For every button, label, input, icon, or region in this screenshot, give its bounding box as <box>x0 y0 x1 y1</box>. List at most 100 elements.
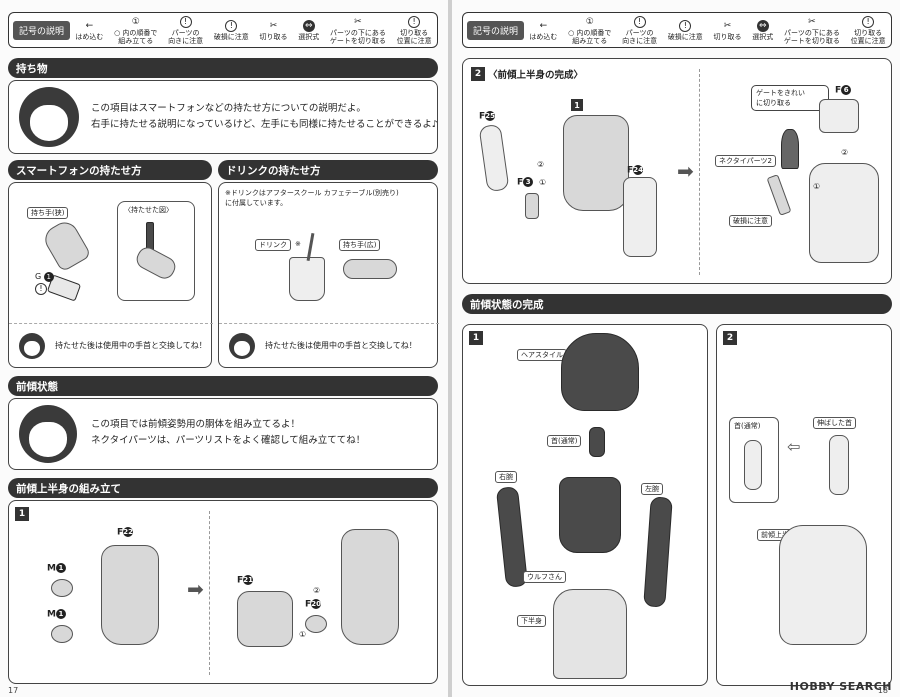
neck-normal-part <box>744 440 762 490</box>
cut-position-icon: ! <box>862 15 875 28</box>
hairstyle-part <box>561 333 639 411</box>
drink-note2: に付属しています。 <box>225 199 288 207</box>
legend-label: パーツの 向きに注意 <box>168 28 204 45</box>
legend-label: パーツの下にある ゲートを切り取る <box>329 28 386 45</box>
order-1-icon: ① <box>813 182 821 191</box>
mascot-face-icon <box>19 333 45 359</box>
order-1-icon: ① <box>299 630 307 639</box>
caution-icon: ! <box>31 283 51 296</box>
damage-label: 破損に注意 <box>729 215 772 227</box>
lower-body-part <box>553 589 627 679</box>
mascot-face-icon <box>19 87 79 147</box>
legend-item-6: ✂パーツの下にある ゲートを切り取る <box>780 16 844 45</box>
part-label-f22: F22 <box>117 527 134 538</box>
legend-item-5: ⇔選択式 <box>294 16 323 45</box>
zenkei-line1: この項目では前傾姿勢用の胴体を組み立てるよ！ <box>91 419 301 430</box>
arrow-left-icon: ← <box>539 20 548 31</box>
zenkei-line2: ネクタイパーツは、パーツリストをよく確認して組み立ててね！ <box>91 435 366 446</box>
part-label-f21: F21 <box>237 575 254 586</box>
legend-item-7: !切り取る 位置に注意 <box>393 15 436 45</box>
legend-item-4: ✂切り取る <box>256 16 292 45</box>
drink-note1: ※ドリンクはアフタースクール カフェテーブル(別売り) <box>225 189 399 197</box>
legend-title: 記号の説明 <box>13 20 71 40</box>
joint-part-a <box>51 579 73 597</box>
next-step-arrow-icon: ➡ <box>187 577 204 601</box>
legend-item-7: !切り取る 位置に注意 <box>847 15 890 45</box>
order-1-icon: ① <box>539 178 547 187</box>
order-2-icon: ② <box>537 160 545 169</box>
legend-label: 切り取る 位置に注意 <box>850 28 886 45</box>
gate-cut-icon: ✂ <box>354 16 362 27</box>
legend-title: 記号の説明 <box>467 20 525 40</box>
held-figure-frame: 〈持たせた図〉 <box>117 201 195 301</box>
page-number-right: 18 <box>877 686 888 695</box>
neck-normal-frame: 首(通常) <box>729 417 779 503</box>
neck-part <box>589 427 605 457</box>
left-arm-part <box>643 496 673 608</box>
legend-label: パーツの下にある ゲートを切り取る <box>783 28 840 45</box>
drink-mark: ※ <box>295 240 301 248</box>
legend-label: 切り取る <box>713 32 742 41</box>
legend-label: 選択式 <box>298 32 320 41</box>
part-f3 <box>525 193 539 219</box>
legend-label: ○ 内の順番で 組み立てる <box>568 28 612 45</box>
watermark: HOBBY SEARCH <box>789 680 892 693</box>
section-smartphone-header: スマートフォンの持たせ方 <box>8 160 212 180</box>
part-label-f24: F24 <box>627 165 644 176</box>
mochimono-box: この項目はスマートフォンなどの持たせ方についての説明だよ。 右手に持たせる説明に… <box>8 80 438 154</box>
legend-item-2: !パーツの 向きに注意 <box>164 15 207 45</box>
arrow-left-icon: ← <box>85 20 94 31</box>
cut-position-icon: ! <box>408 15 421 28</box>
hand-wide-label: 持ち手(広) <box>339 239 381 251</box>
caution-icon: ! <box>633 15 646 28</box>
legend-label: 切り取る <box>259 32 288 41</box>
part-label-f25: F25 <box>479 111 496 122</box>
mochimono-line2: 右手に持たせる説明になっているけど、左手にも同様に持たせることができるよ♪ <box>91 119 438 130</box>
hand-held <box>133 243 179 283</box>
page-number-left: 17 <box>8 686 19 695</box>
torso-assembled-part <box>341 529 399 645</box>
right-arm-label: 右腕 <box>495 471 517 483</box>
step-number: 1 <box>469 331 483 345</box>
drink-hand-note: 持たせた後は使用中の手首と交換してね！ <box>265 341 417 350</box>
complete-zenkei-box-1: 1 ヘアスタイル 首(通常) 右腕 左腕 ウルフさん 下半身 <box>462 324 708 686</box>
damage-icon: ! <box>679 19 692 32</box>
nipper-icon: ✂ <box>269 20 278 31</box>
page-spine <box>448 0 452 697</box>
order-2-icon: ② <box>313 586 321 595</box>
wolf-label: ウルフさん <box>523 571 566 583</box>
step-number: 1 <box>15 507 29 521</box>
nipper-icon: ✂ <box>723 20 732 31</box>
circled-1-icon: ① <box>585 16 594 27</box>
legend-item-2: !パーツの 向きに注意 <box>618 15 661 45</box>
mascot-face-icon <box>19 405 77 463</box>
hand-narrow-label: 持ち手(狭) <box>27 207 69 219</box>
gate-label: G 1 <box>35 271 54 282</box>
select-arrow-icon: ⇔ <box>302 19 315 32</box>
caution-icon: ! <box>179 15 192 28</box>
neck-long-part <box>829 435 849 495</box>
swap-arrow-icon: ⇦ <box>787 437 801 456</box>
zenkei-box: この項目では前傾姿勢用の胴体を組み立てるよ！ ネクタイパーツは、パーツリストをよ… <box>8 398 438 470</box>
held-figure-label: 〈持たせた図〉 <box>124 206 173 214</box>
gate-cut-icon: ✂ <box>808 16 816 27</box>
legend-label: 破損に注意 <box>667 32 703 41</box>
smartphone-note: 持たせた後は使用中の手首と交換してね！ <box>55 341 207 350</box>
legend-item-1: ①○ 内の順番で 組み立てる <box>110 16 161 45</box>
torso-frame-complete-part <box>563 115 629 211</box>
order-2-icon: ② <box>841 148 849 157</box>
hand-wide-part <box>343 259 397 279</box>
hair-label: ヘアスタイル <box>517 349 567 361</box>
drink-box: ※ドリンクはアフタースクール カフェテーブル(別売り) に付属しています。 ドリ… <box>218 182 439 368</box>
torso-frame-part <box>101 545 159 645</box>
legend-item-0: ←はめ込む <box>525 16 561 45</box>
section-drink-header: ドリンクの持たせ方 <box>218 160 438 180</box>
joint-part-b <box>51 625 73 643</box>
complete-zenkei-box-2: 2 首(通常) ⇦ 伸ばした首 前傾上半身 <box>716 324 892 686</box>
legend-label: ○ 内の順番で 組み立てる <box>114 28 158 45</box>
